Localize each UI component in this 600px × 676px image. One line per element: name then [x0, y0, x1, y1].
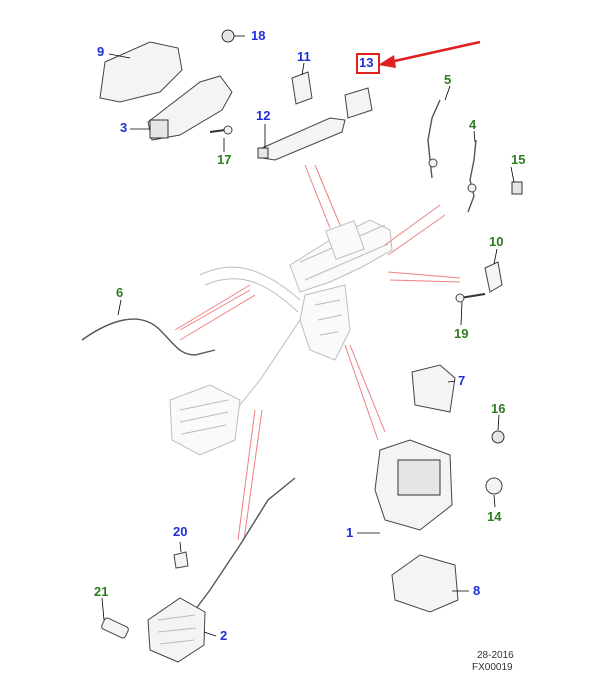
part-16-seal — [491, 430, 505, 444]
part-15-grommet — [511, 181, 523, 195]
callout-13: 13 — [359, 55, 374, 70]
red-arrow-icon — [378, 40, 481, 68]
part-21-sleeve — [101, 617, 129, 639]
part-9-handle-cover — [99, 41, 183, 103]
part-18-nut — [221, 29, 235, 43]
part-20-clip — [173, 551, 189, 569]
footer-figure-code: FX00019 — [472, 662, 513, 673]
part-12-exterior-handle — [261, 117, 346, 161]
callout-18: 18 — [251, 28, 266, 43]
part-14-cap — [485, 477, 503, 495]
callout-2: 2 — [220, 628, 228, 643]
callout-6: 6 — [116, 285, 124, 300]
callout-21: 21 — [94, 584, 109, 599]
callout-15: 15 — [511, 152, 526, 167]
callout-11: 11 — [297, 49, 311, 64]
part-1-latch-body — [397, 459, 441, 496]
callout-14: 14 — [487, 509, 502, 524]
callout-17: 17 — [217, 152, 232, 167]
part-19-bolt — [455, 293, 486, 303]
callout-12: 12 — [256, 108, 271, 123]
callout-4: 4 — [469, 117, 477, 132]
callout-1: 1 — [346, 525, 354, 540]
part-7-latch-cover — [411, 364, 456, 413]
callout-13-highlight-box — [356, 53, 380, 74]
part-13-end-cap — [344, 87, 373, 119]
part-11-bezel — [291, 71, 313, 105]
callout-3: 3 — [120, 120, 128, 135]
part-3-bracket — [149, 119, 169, 139]
part-10-striker-bracket — [484, 261, 503, 293]
callout-9: 9 — [97, 44, 105, 59]
callout-16: 16 — [491, 401, 506, 416]
callout-20: 20 — [173, 524, 188, 539]
red-leader-lines — [174, 164, 461, 541]
part-12-lock-cylinder — [257, 147, 269, 159]
part-17-screw — [209, 125, 233, 135]
footer-date-code: 28-2016 — [477, 650, 514, 661]
callout-10: 10 — [489, 234, 504, 249]
part-3-handle-carrier — [147, 75, 233, 141]
part-8-latch-bracket — [391, 554, 459, 613]
door-assembly-ghost — [169, 219, 393, 456]
callout-7: 7 — [458, 373, 466, 388]
cable-to-part-2 — [194, 477, 296, 611]
callout-leaders — [101, 35, 515, 637]
callout-8: 8 — [473, 583, 481, 598]
part-6-release-cable — [81, 318, 216, 356]
callout-5: 5 — [444, 72, 452, 87]
callout-19: 19 — [454, 326, 469, 341]
part-4-rod — [467, 139, 477, 213]
